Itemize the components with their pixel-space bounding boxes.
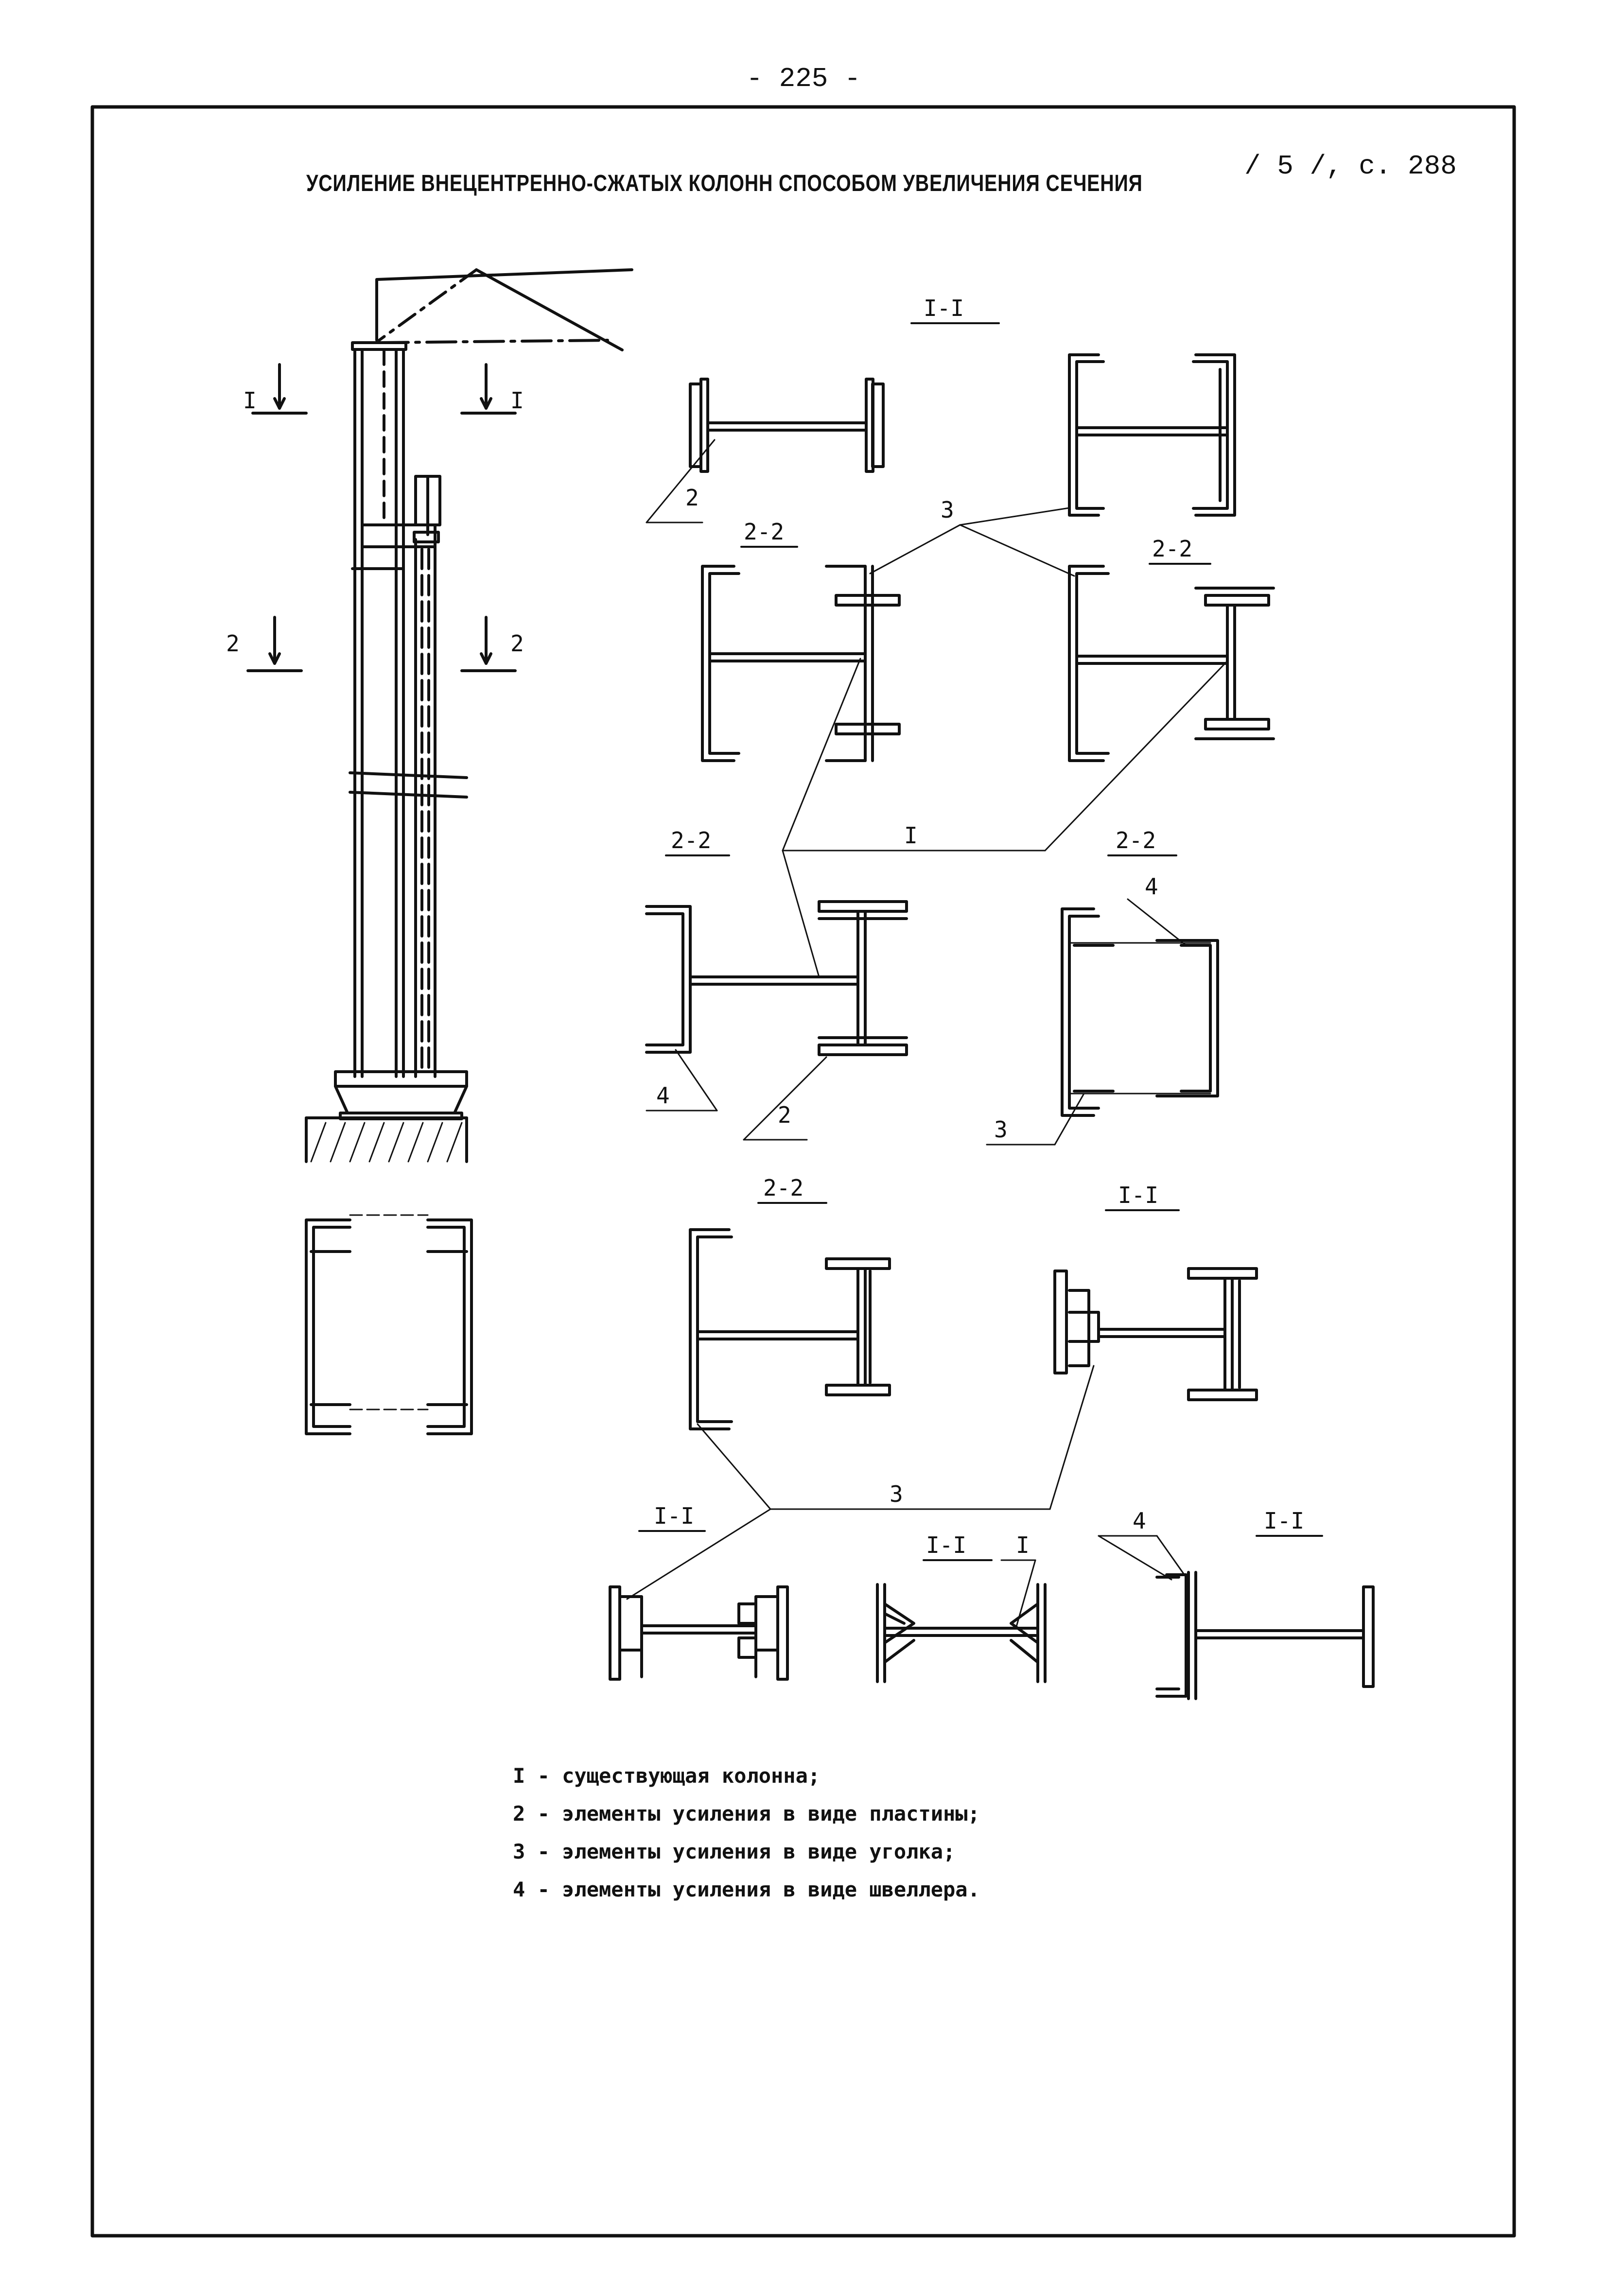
legend-item-1: I - существующая колонна; bbox=[513, 1764, 821, 1788]
label-mark-3-c: 3 bbox=[890, 1481, 903, 1507]
legend-item-3: 3 - элементы усиления в виде уголка; bbox=[513, 1840, 956, 1863]
label-section-1-1-i: I-I bbox=[1264, 1508, 1304, 1534]
section-angles bbox=[1068, 353, 1236, 517]
label-section-1-1-g: I-I bbox=[654, 1503, 694, 1529]
label-mark-1-a: I bbox=[904, 822, 918, 849]
section-2-2-a bbox=[701, 565, 901, 762]
drawing-labels: I I 2 2 I-I 2-2 2-2 2-2 2-2 2-2 I-I I-I … bbox=[226, 295, 1304, 1558]
reference-citation: / 5 /, с. 288 bbox=[1244, 151, 1457, 182]
label-mark-2-a: 2 bbox=[685, 485, 699, 511]
leader-lines bbox=[626, 439, 1228, 1629]
label-cut-2-left: 2 bbox=[226, 630, 240, 657]
label-cut-2-right: 2 bbox=[510, 630, 524, 657]
label-section-2-2-e: 2-2 bbox=[763, 1175, 804, 1201]
label-section-2-2-a: 2-2 bbox=[744, 519, 784, 545]
section-2-2-e bbox=[689, 1228, 891, 1430]
section-1-1-h bbox=[876, 1583, 1047, 1683]
label-section-2-2-d: 2-2 bbox=[1116, 827, 1156, 853]
page-frame bbox=[90, 105, 1516, 2238]
label-mark-4-c: 4 bbox=[1133, 1508, 1146, 1534]
section-2-2-b bbox=[1068, 565, 1275, 762]
legend-item-4: 4 - элементы усиления в виде швеллера. bbox=[513, 1878, 980, 1901]
legend: I - существующая колонна; 2 - элементы у… bbox=[513, 1757, 980, 1909]
section-1-1-g bbox=[609, 1585, 789, 1681]
section-1-1-i bbox=[1155, 1571, 1375, 1700]
label-section-2-2-b: 2-2 bbox=[1152, 536, 1192, 562]
label-cut-1-left: I bbox=[243, 387, 257, 414]
label-section-1-1-f: I-I bbox=[1118, 1182, 1158, 1208]
column-elevation bbox=[246, 268, 633, 1163]
label-cut-1-right: I bbox=[510, 387, 524, 414]
section-plates bbox=[689, 378, 885, 473]
section-2-2-d bbox=[1061, 907, 1219, 1117]
label-mark-3-a: 3 bbox=[941, 497, 954, 523]
label-underlines bbox=[638, 322, 1323, 1561]
legend-item-2: 2 - элементы усиления в виде пластины; bbox=[513, 1802, 980, 1826]
label-section-1-1-a: I-I bbox=[924, 295, 964, 321]
label-mark-1-b: I bbox=[1016, 1532, 1030, 1558]
label-mark-4-b: 4 bbox=[656, 1082, 670, 1109]
label-mark-2-b: 2 bbox=[778, 1102, 791, 1128]
label-section-1-1-h: I-I bbox=[926, 1532, 966, 1558]
label-mark-3-b: 3 bbox=[994, 1116, 1008, 1143]
label-mark-4-a: 4 bbox=[1145, 873, 1158, 900]
section-2-2-c bbox=[645, 900, 908, 1056]
section-box bbox=[305, 1214, 473, 1435]
label-section-2-2-c: 2-2 bbox=[671, 827, 711, 853]
section-1-1-f bbox=[1053, 1267, 1258, 1401]
drawing-title: УСИЛЕНИЕ ВНЕЦЕНТРЕННО-СЖАТЫХ КОЛОНН СПОС… bbox=[306, 171, 1143, 196]
page-number: - 225 - bbox=[746, 63, 861, 94]
